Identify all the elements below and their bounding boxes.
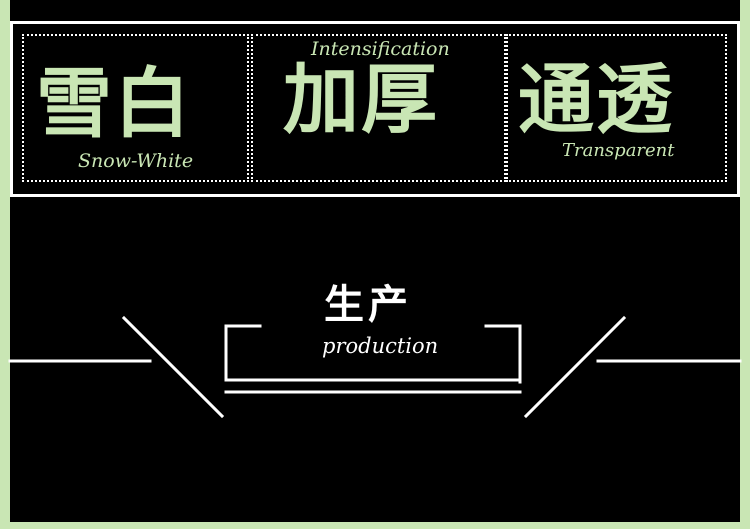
bracket-left	[224, 324, 522, 382]
feature-title-cn: 雪白	[36, 59, 192, 148]
feature-title-en: Transparent	[562, 140, 675, 161]
production-title-en: production	[322, 334, 439, 358]
feature-title-cn: 加厚	[283, 55, 439, 144]
left-diagonal-line	[121, 315, 225, 419]
feature-transparent: 通透 Transparent	[506, 34, 727, 182]
feature-title-en: Snow-White	[78, 150, 194, 172]
black-panel	[10, 0, 740, 522]
production-title-cn: 生产	[324, 281, 412, 328]
feature-intensification: Intensification 加厚	[251, 34, 506, 182]
feature-banner: 雪白 Snow-White Intensification 加厚 通透 Tran…	[10, 21, 740, 197]
bracket-right	[484, 324, 522, 384]
feature-title-en: Intensification	[311, 38, 450, 60]
feature-snow-white: 雪白 Snow-White	[22, 34, 249, 182]
right-diagonal-line	[523, 315, 627, 419]
feature-title-cn: 通透	[518, 55, 674, 144]
